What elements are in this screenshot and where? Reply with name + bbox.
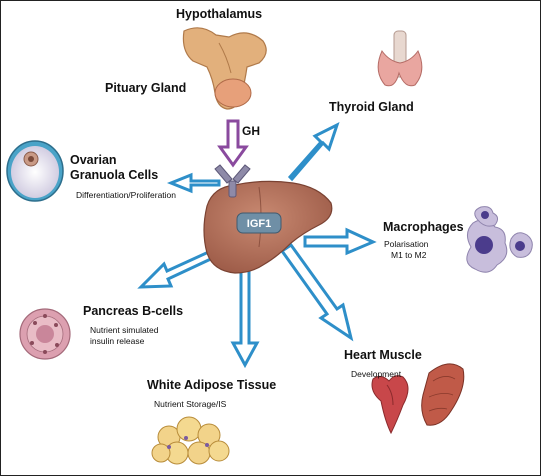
label-igf1: IGF1 bbox=[246, 218, 272, 230]
label-heart-desc: Development bbox=[351, 369, 402, 379]
adipose-illustration bbox=[151, 416, 230, 465]
label-ovarian-2: Granuola Cells bbox=[70, 168, 159, 182]
label-pituitary: Pituary Gland bbox=[105, 81, 187, 95]
label-pancreas-desc-1: Nutrient simulated bbox=[90, 325, 159, 335]
label-macrophages-desc-2: M1 to M2 bbox=[391, 250, 427, 260]
arrow-to-heart bbox=[279, 242, 354, 342]
arrow-to-ovarian bbox=[166, 172, 221, 194]
igf1-badge bbox=[236, 212, 282, 234]
label-macrophages-desc-1: Polarisation bbox=[384, 239, 429, 249]
ovarian-cell-illustration bbox=[6, 140, 64, 202]
label-pancreas-desc-2: insulin release bbox=[90, 336, 145, 346]
arrow-to-adipose bbox=[230, 265, 260, 369]
pituitary-illustration bbox=[182, 27, 267, 110]
pancreas-illustration bbox=[19, 308, 71, 360]
label-ovarian-desc: Differentiation/Proliferation bbox=[76, 190, 177, 200]
thyroid-illustration bbox=[377, 30, 423, 87]
label-gh: GH bbox=[242, 124, 260, 138]
label-ovarian-1: Ovarian bbox=[70, 153, 117, 167]
label-macrophages: Macrophages bbox=[383, 220, 464, 234]
heart-muscle-illustration bbox=[371, 363, 465, 435]
receptor-icon bbox=[214, 164, 251, 198]
arrow-to-pancreas bbox=[137, 247, 217, 289]
label-heart: Heart Muscle bbox=[344, 348, 422, 362]
arrow-to-macrophages bbox=[303, 227, 377, 256]
label-adipose: White Adipose Tissue bbox=[147, 378, 277, 392]
arrows-outward bbox=[137, 122, 377, 369]
gh-arrow bbox=[217, 119, 249, 168]
macrophages-illustration bbox=[466, 206, 533, 273]
label-pancreas: Pancreas B-cells bbox=[83, 304, 184, 318]
label-hypothalamus: Hypothalamus bbox=[176, 7, 263, 21]
label-thyroid: Thyroid Gland bbox=[329, 100, 414, 114]
label-adipose-desc: Nutrient Storage/IS bbox=[154, 399, 227, 409]
arrow-to-thyroid bbox=[287, 122, 340, 182]
